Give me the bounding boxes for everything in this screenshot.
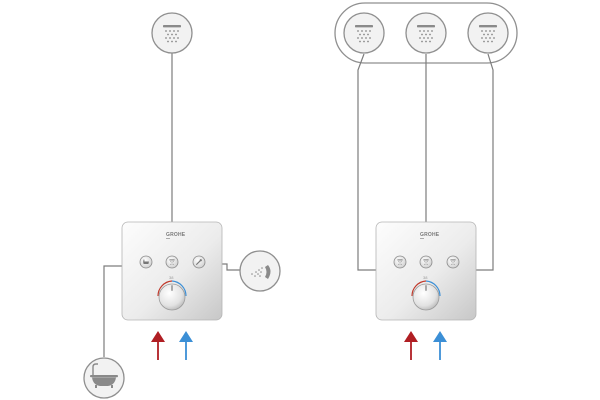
outlet-circle xyxy=(467,12,509,54)
knob-indicator xyxy=(171,285,173,291)
hand-shower-outlet xyxy=(239,250,281,292)
outlet-circle xyxy=(151,12,193,54)
left-system: GROHE 38 xyxy=(83,12,281,399)
hand-shower-button[interactable] xyxy=(192,255,206,269)
left-thermostat-valve: GROHE 38 xyxy=(121,221,223,321)
outlet-circle xyxy=(343,12,385,54)
valve-plate xyxy=(121,221,223,321)
hot-arc-indicator xyxy=(411,280,427,297)
outlet-circle xyxy=(239,250,281,292)
shower-1-button[interactable] xyxy=(393,255,407,269)
outlet-circle xyxy=(405,12,447,54)
shower-1-pipe xyxy=(357,53,382,271)
right-thermostat-valve: GROHE 38 xyxy=(375,221,477,321)
right-system: GROHE 38 xyxy=(334,2,518,360)
overhead-shower-outlet xyxy=(151,12,193,54)
hot-water-inlet-arrow xyxy=(404,331,418,360)
brand-logo: GROHE xyxy=(166,232,186,238)
hot-water-inlet-arrow xyxy=(151,331,165,360)
valve-plate xyxy=(375,221,477,321)
hand-shower-icon xyxy=(251,265,271,279)
shower-2-button[interactable] xyxy=(419,255,433,269)
temperature-knob[interactable]: 38 xyxy=(157,275,187,311)
temperature-knob[interactable]: 38 xyxy=(411,275,441,311)
cold-water-inlet-arrow xyxy=(179,331,193,360)
temperature-mark: 38 xyxy=(169,275,174,280)
right-connection-lines xyxy=(357,53,494,271)
overhead-shower-outlet-3 xyxy=(467,12,509,54)
shower-3-pipe xyxy=(468,53,494,271)
cold-arc-indicator xyxy=(425,280,441,297)
knob-indicator xyxy=(425,285,427,291)
brand-logo: GROHE xyxy=(420,232,440,238)
logo-mark xyxy=(420,238,424,239)
overhead-shower-outlet-1 xyxy=(343,12,385,54)
cold-water-inlet-arrow xyxy=(433,331,447,360)
logo-mark xyxy=(166,238,170,239)
temperature-mark: 38 xyxy=(423,275,428,280)
overhead-shower-outlet-2 xyxy=(405,12,447,54)
bathtub-icon xyxy=(90,363,118,388)
shower-button[interactable] xyxy=(165,255,179,269)
hot-arc-indicator xyxy=(157,280,173,297)
shower-3-button[interactable] xyxy=(446,255,460,269)
bathtub-outlet xyxy=(83,357,125,399)
cold-arc-indicator xyxy=(171,280,187,297)
bath-button[interactable] xyxy=(139,255,153,269)
